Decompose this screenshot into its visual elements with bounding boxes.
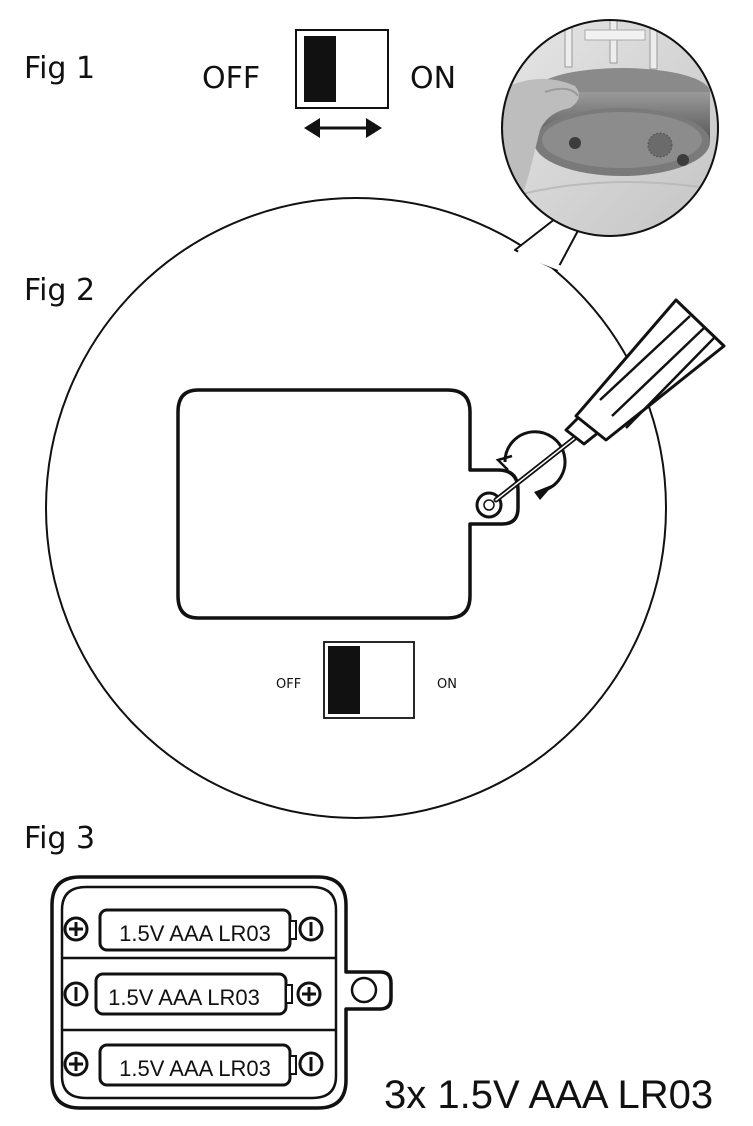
battery-1-minus-pole-icon: [298, 916, 324, 942]
fig1-label: Fig 1: [24, 51, 95, 86]
fig2-group: Fig 2 OFF ON: [24, 179, 726, 819]
device-photo-inset: [501, 19, 719, 237]
battery-compartment-inner: [60, 885, 338, 1100]
battery-2-minus-pole-icon: [63, 981, 89, 1007]
battery-cover-outline: [176, 388, 520, 620]
fig3-label: Fig 3: [24, 821, 95, 856]
battery-2: 1.5V AAA LR03: [63, 972, 322, 1016]
battery-caption: 3x 1.5V AAA LR03: [384, 1073, 713, 1117]
battery-1-plus-pole-icon: [63, 916, 89, 942]
battery-2-plus-pole-icon: [296, 981, 322, 1007]
fig2-switch-knob: [328, 646, 360, 714]
fig2-on-label: ON: [437, 677, 457, 692]
battery-3: 1.5V AAA LR03: [63, 1043, 324, 1087]
battery-3-label: 1.5V AAA LR03: [119, 1056, 271, 1081]
battery-1-label: 1.5V AAA LR03: [119, 921, 271, 946]
battery-3-plus-pole-icon: [63, 1051, 89, 1077]
fig1-switch-knob: [304, 36, 336, 102]
fig3-group: Fig 3 1.5V AAA LR03 1.5V AAA: [24, 821, 713, 1117]
fig1-off-label: OFF: [202, 61, 260, 96]
compartment-screw-hole-icon: [350, 976, 378, 1004]
battery-2-label: 1.5V AAA LR03: [108, 985, 260, 1010]
fig1-double-arrow-icon: [304, 118, 382, 138]
screwdriver-icon: [493, 298, 726, 503]
battery-3-minus-pole-icon: [298, 1051, 324, 1077]
fig1-on-label: ON: [410, 61, 456, 96]
fig2-off-label: OFF: [276, 677, 301, 692]
fig1-group: Fig 1 OFF ON: [24, 29, 456, 138]
battery-1: 1.5V AAA LR03: [63, 908, 324, 952]
rotate-arrow-icon: [495, 430, 567, 500]
fig2-label: Fig 2: [24, 273, 95, 308]
